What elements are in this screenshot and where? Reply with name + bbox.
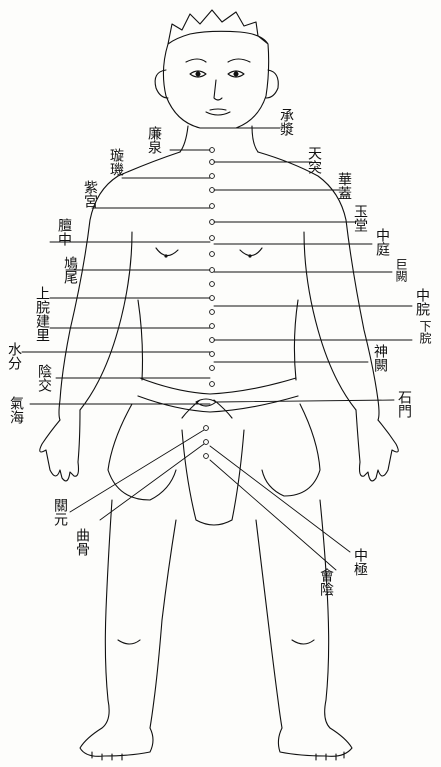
label-zhongji: 中極	[352, 548, 367, 576]
label-zigong: 紫宮	[82, 180, 97, 208]
label-shuifen: 水分	[6, 342, 21, 370]
label-xuanji: 璇璣	[108, 148, 123, 176]
neck	[180, 126, 258, 152]
label-huagai: 華蓋	[336, 172, 351, 200]
label-jianli: 建里	[34, 314, 49, 342]
label-shangwan: 上脘	[34, 286, 49, 314]
hair	[168, 10, 268, 44]
label-guanyuan: 關元	[52, 498, 67, 526]
loincloth	[108, 404, 320, 525]
label-qugu: 曲骨	[74, 528, 89, 556]
left-hand	[40, 410, 80, 481]
label-xiawan: 下脘	[418, 320, 431, 344]
face	[186, 59, 250, 115]
label-chengjiang: 承漿	[278, 108, 293, 136]
label-shimen: 石門	[396, 390, 411, 418]
label-zhongwan: 中脘	[414, 288, 429, 316]
right-leg	[256, 500, 330, 728]
label-tiantu: 天突	[306, 146, 321, 174]
label-qihai: 氣海	[8, 396, 23, 424]
label-zhongting: 中庭	[374, 228, 389, 256]
right-foot	[278, 728, 352, 760]
sash	[138, 378, 298, 418]
label-lianquan: 廉泉	[146, 126, 161, 154]
right-hand	[356, 410, 398, 481]
label-juque: 巨闕	[394, 258, 407, 282]
inner-arms	[80, 232, 356, 410]
label-yinjiao: 陰交	[36, 364, 51, 392]
left-foot	[80, 728, 153, 760]
label-yutang: 玉堂	[352, 204, 367, 232]
leader-lines	[22, 128, 412, 570]
chest	[156, 248, 262, 256]
knees	[118, 640, 314, 644]
label-shenque: 神闕	[372, 344, 387, 372]
left-leg	[102, 500, 176, 728]
label-danzhong: 膻中	[56, 218, 71, 246]
torso-outline	[59, 152, 379, 420]
label-huiyin: 會陰	[318, 568, 333, 596]
label-jiuwei: 鳩尾	[62, 256, 77, 284]
